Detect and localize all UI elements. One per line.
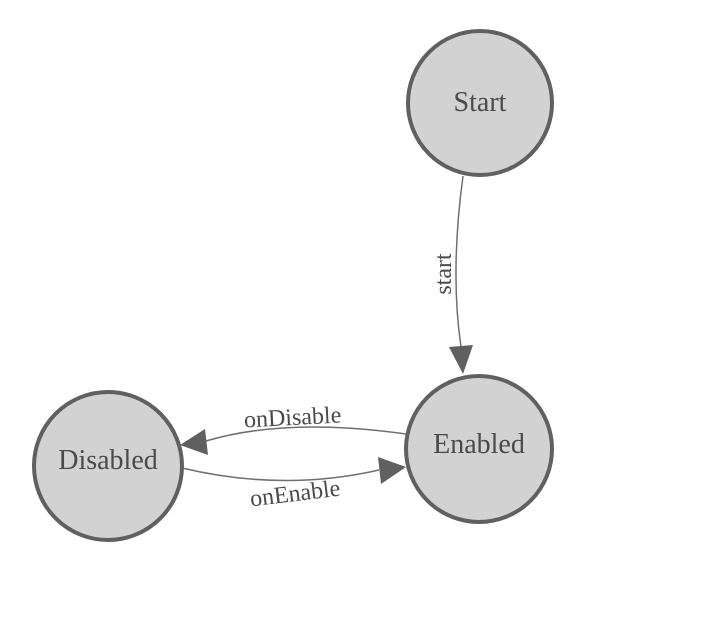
state-circle-start (406, 29, 554, 177)
edge-label-ondisable: onDisable (243, 402, 342, 433)
state-circle-enabled (404, 374, 554, 524)
edge-label-onenable: onEnable (249, 476, 342, 513)
state-node-start[interactable]: Start (406, 29, 554, 177)
arrowhead-into-disabled (180, 429, 208, 455)
state-circle-disabled (32, 390, 184, 542)
edge-disabled-to-enabled[interactable]: onEnable (181, 457, 406, 513)
edge-line-disabled-to-enabled (181, 467, 380, 482)
state-label-start: Start (454, 87, 507, 118)
state-node-disabled[interactable]: Disabled (32, 390, 184, 542)
state-node-enabled[interactable]: Enabled (404, 374, 554, 524)
edge-label-start: start (431, 253, 457, 295)
arrowhead-into-enabled-left (378, 457, 406, 484)
edge-line-enabled-to-disabled (205, 426, 407, 442)
state-label-enabled: Enabled (433, 429, 525, 460)
edge-start-to-enabled[interactable]: start (431, 175, 473, 374)
edge-enabled-to-disabled[interactable]: onDisable (180, 402, 407, 455)
edge-line-start-to-enabled (455, 175, 464, 348)
state-label-disabled: Disabled (58, 445, 158, 476)
arrowhead-into-enabled-top (449, 345, 473, 374)
